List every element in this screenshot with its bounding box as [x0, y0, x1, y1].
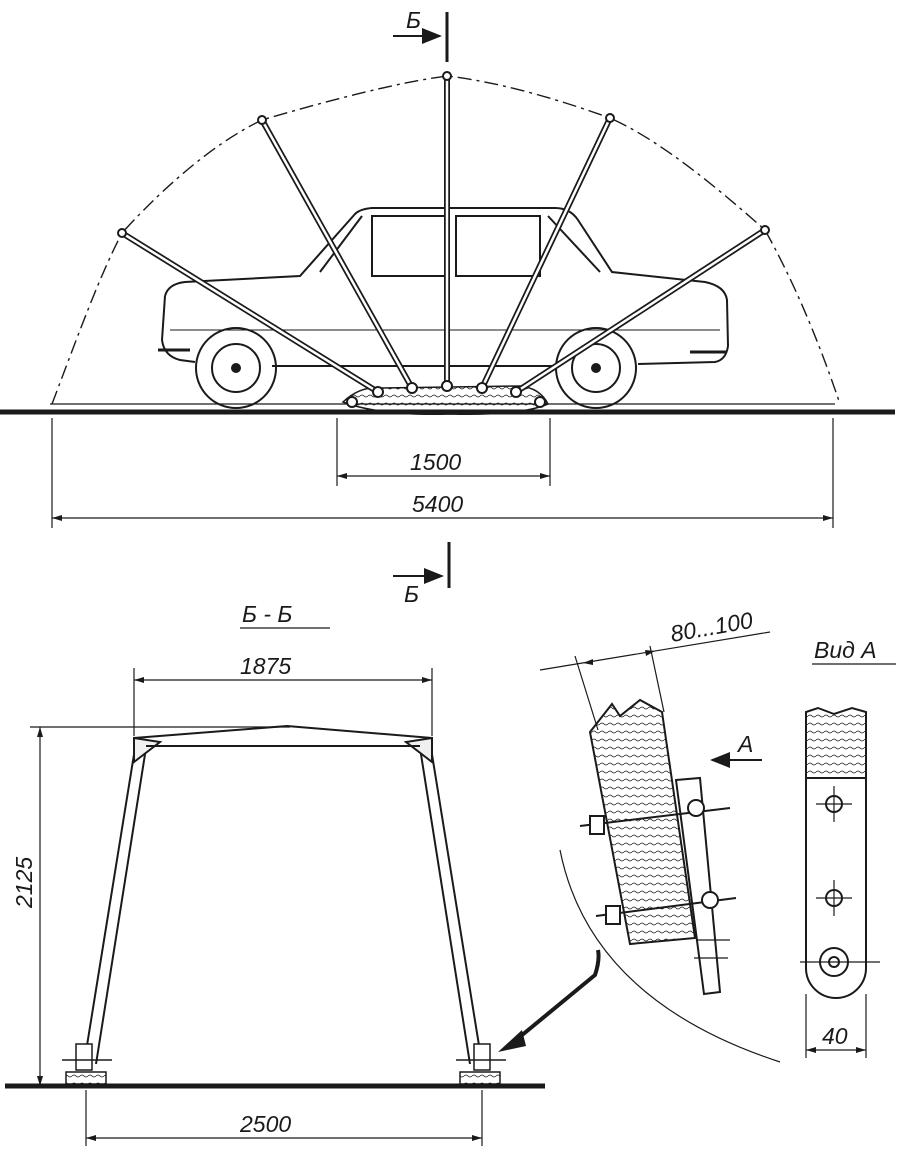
- detail-leader-arrow: [508, 949, 601, 1047]
- side-elevation: Б 1500 5400 Б: [0, 7, 895, 607]
- section-letter-top: Б: [406, 7, 421, 33]
- view-a: Вид А 40: [800, 637, 896, 1058]
- car-drawing: [158, 207, 730, 409]
- dim-frame-height: 2125: [11, 857, 37, 909]
- bracket-bolts: [579, 799, 737, 959]
- bracket-strap: [805, 777, 867, 999]
- dim-total-length: 5400: [412, 491, 463, 517]
- dim-frame-base: 2500: [239, 1111, 291, 1137]
- dim-plank-width: 80...100: [668, 607, 755, 647]
- view-title: Вид А: [814, 637, 877, 663]
- wooden-plank: [588, 698, 697, 946]
- frame-poles: [119, 73, 768, 395]
- bracket-detail: 80...100 А: [539, 607, 771, 996]
- pole-pivots: [117, 71, 770, 408]
- portal-frame: [83, 724, 483, 1065]
- section-view: Б - Б 1875: [5, 601, 781, 1146]
- dim-tent-base: 1500: [410, 449, 461, 475]
- dim-frame-width: 1875: [240, 653, 291, 679]
- view-arrow-letter: А: [736, 731, 753, 757]
- section-letter-bottom: Б: [404, 581, 419, 607]
- frame-feet: [62, 1043, 506, 1085]
- dim-bracket-width: 40: [822, 1023, 848, 1049]
- section-title: Б - Б: [242, 601, 292, 627]
